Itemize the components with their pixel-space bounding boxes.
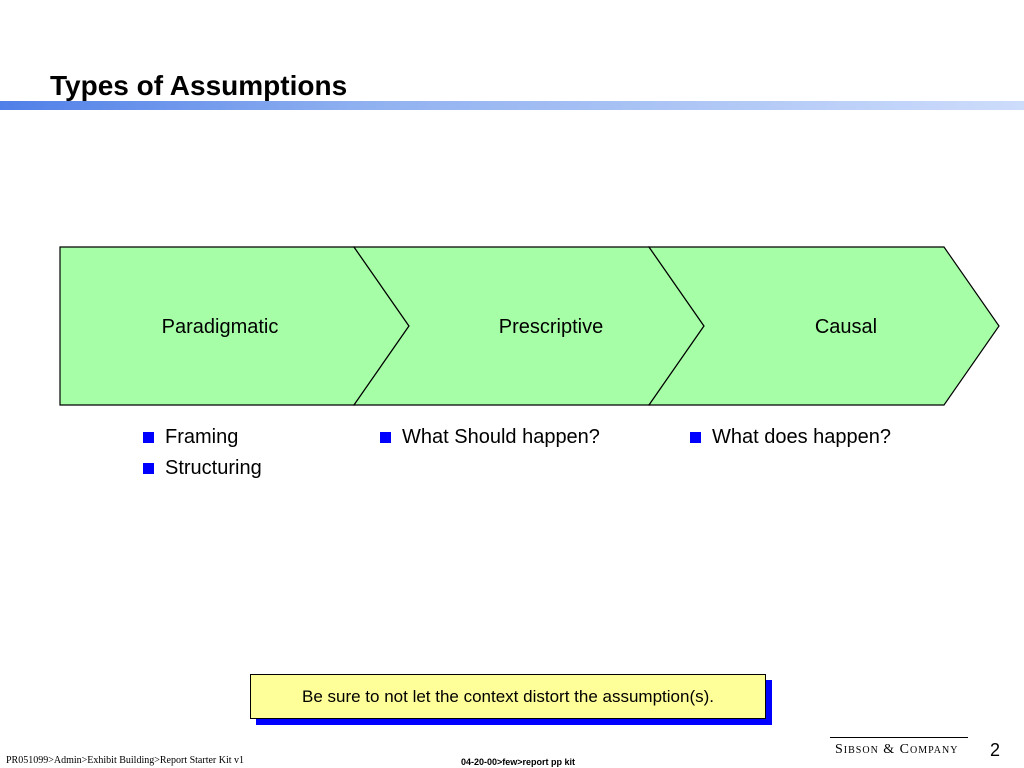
square-bullet-icon	[143, 432, 154, 443]
bullet-item: What Should happen?	[380, 422, 600, 453]
note-text: Be sure to not let the context distort t…	[302, 686, 714, 706]
square-bullet-icon	[143, 463, 154, 474]
bullet-list-causal: What does happen?	[690, 422, 891, 453]
slide-title: Types of Assumptions	[50, 70, 348, 101]
footer-file-path: PR051099>Admin>Exhibit Building>Report S…	[6, 755, 245, 766]
note-box: Be sure to not let the context distort t…	[250, 674, 766, 719]
chevron-label-prescriptive: Prescriptive	[499, 316, 603, 338]
bullet-item: Structuring	[143, 453, 262, 484]
bullet-text: Structuring	[165, 457, 262, 479]
bullet-text: What does happen?	[712, 426, 892, 448]
bullet-item: Framing	[143, 422, 262, 453]
logo-rule	[830, 737, 968, 738]
footer-doc-code: 04-20-00>few>report pp kit	[461, 757, 576, 767]
bullet-list-prescriptive: What Should happen?	[380, 422, 600, 453]
title-underline-bar	[0, 101, 1024, 110]
bullet-list-paradigmatic: Framing Structuring	[143, 422, 262, 484]
page-number: 2	[990, 740, 1001, 760]
bullet-text: What Should happen?	[402, 426, 600, 448]
square-bullet-icon	[690, 432, 701, 443]
chevron-label-paradigmatic: Paradigmatic	[162, 316, 279, 338]
company-logo: Sibson & Company	[835, 742, 959, 757]
square-bullet-icon	[380, 432, 391, 443]
bullet-item: What does happen?	[690, 422, 891, 453]
chevron-label-causal: Causal	[815, 316, 877, 338]
chevron-causal	[647, 246, 1000, 406]
bullet-text: Framing	[165, 426, 239, 448]
